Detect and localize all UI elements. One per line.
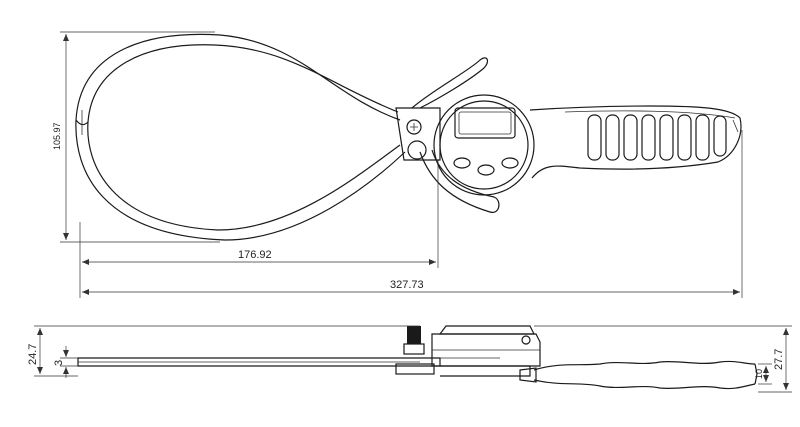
dial-button-1: [453, 157, 471, 169]
dim-3-text: 3: [53, 360, 65, 366]
dim-176-text: 176.92: [238, 249, 272, 261]
handle-grip-slots: [587, 114, 727, 161]
knob-base: [403, 343, 425, 355]
handle-outline: [529, 105, 742, 179]
top-view: 105.97 176.92 327.73: [52, 31, 743, 298]
side-handle-end: [754, 363, 758, 385]
pivot-screw: [406, 119, 422, 135]
side-handle-top: [533, 360, 756, 371]
lcd-display: [454, 107, 516, 139]
lcd-inner: [458, 111, 512, 135]
dim-247-text: 24.7: [27, 344, 39, 365]
dial-body-inner: [439, 100, 529, 190]
dim-overall-text: 327.73: [390, 279, 424, 291]
dial-button-3: [501, 157, 519, 169]
dim-height-text: 105.97: [52, 122, 62, 150]
pivot-block: [395, 107, 441, 161]
handle-end-notch: [732, 119, 739, 133]
zero-button: [407, 140, 427, 160]
caliper-jaws-inner: [87, 44, 401, 231]
dial-button-2: [477, 164, 495, 176]
dial-side-lower: [440, 365, 531, 377]
caliper-jaws-outer: [75, 33, 406, 241]
knurled-knob: [407, 326, 421, 344]
dial-side-top: [438, 325, 535, 335]
handle-inner-outline: [564, 110, 736, 119]
dial-body-outer: [433, 94, 535, 196]
lever-arm: [419, 149, 500, 213]
dial-side-button: [521, 335, 531, 345]
side-handle-bottom: [533, 379, 756, 390]
pivot-foot: [395, 363, 435, 375]
side-view: 24.7 3 27.7 10: [27, 325, 792, 393]
pivot-screw-cross: [410, 123, 418, 131]
dim-10-text: 10: [754, 369, 764, 379]
wire-spring: [411, 57, 489, 109]
side-handle-tail: [519, 367, 537, 383]
dim-277-text: 27.7: [773, 349, 785, 370]
